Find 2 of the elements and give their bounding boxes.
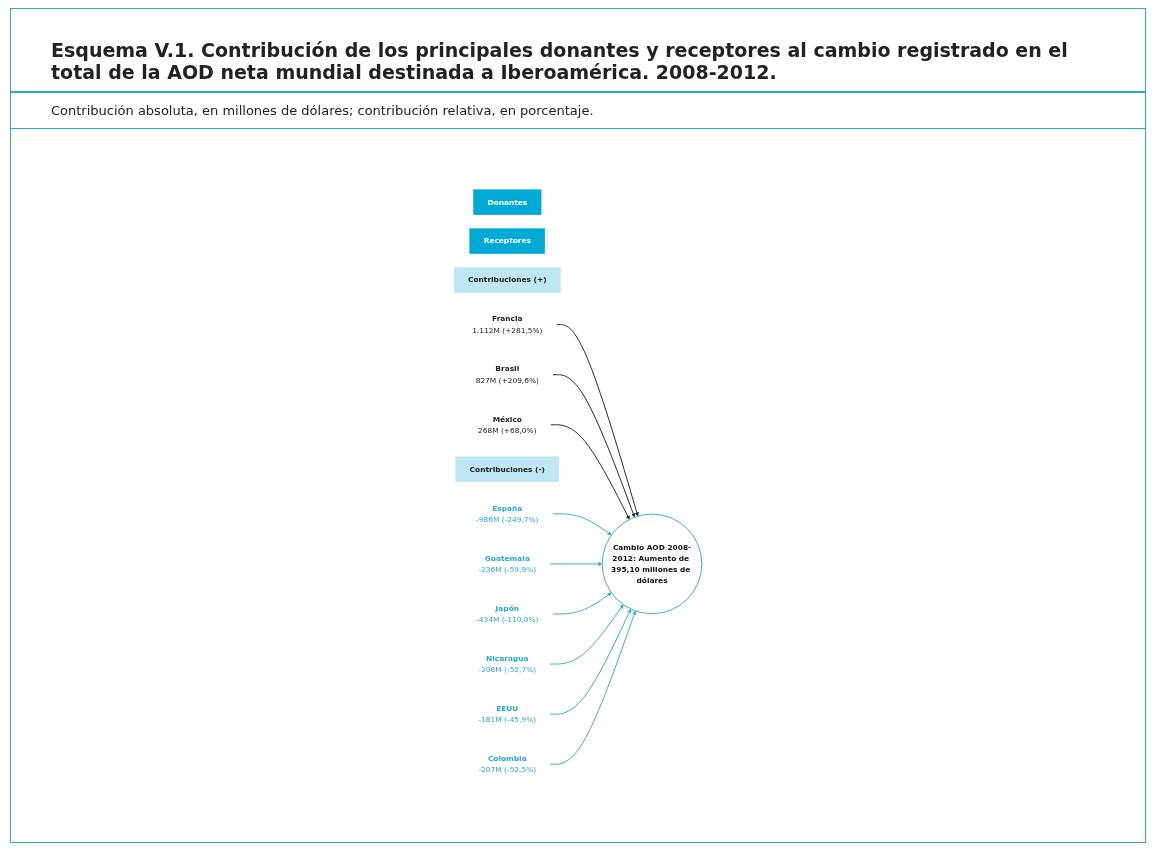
subtitle-note: Contribución absoluta, en millones de dólares; contribución relativa, en porcentaje. [11, 93, 1145, 129]
diagram-title: Esquema V.1. Contribución de los principales donantes y receptores al cambio registrado en el total de la AOD neta mundial destinada a Iberoamérica. 2008-2012. [11, 9, 1145, 93]
